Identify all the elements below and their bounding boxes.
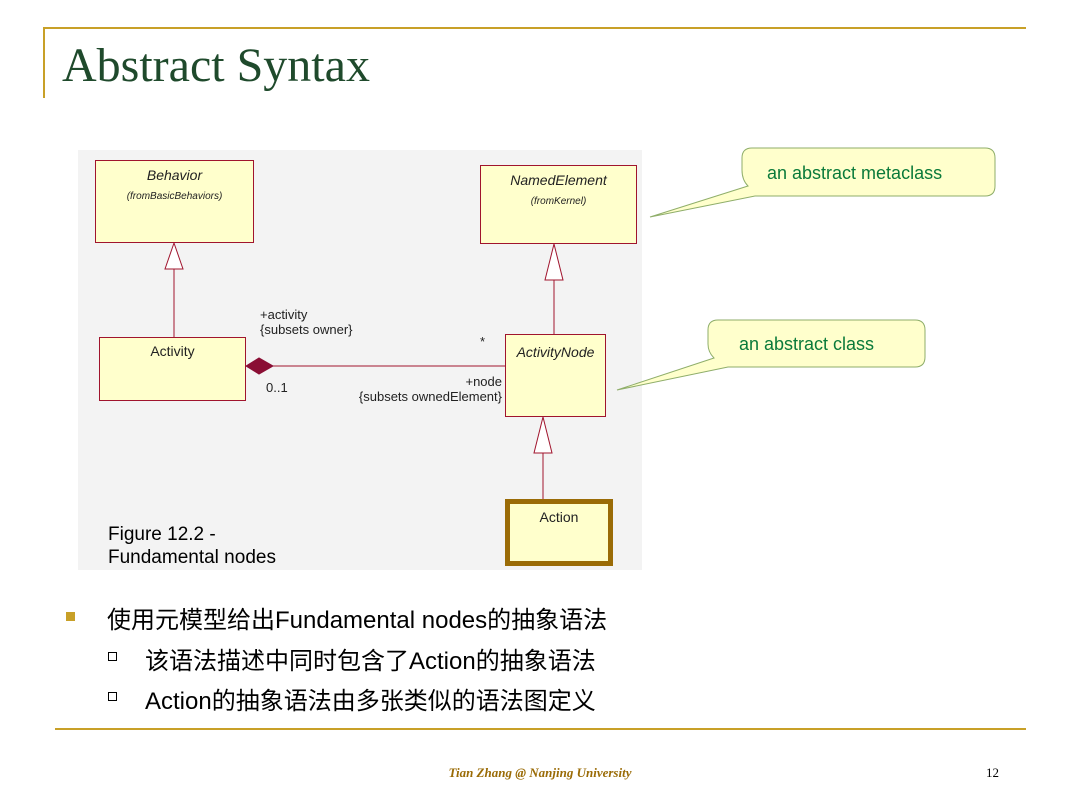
square-bullet-icon (66, 612, 75, 621)
node-constraint: {subsets ownedElement} (358, 388, 502, 404)
activity-class-name: Activity (150, 343, 195, 359)
activity-node-class-name: ActivityNode (516, 344, 595, 360)
hollow-square-bullet-icon (108, 652, 117, 661)
bullet-text-sub2: Action的抽象语法由多张类似的语法图定义 (145, 688, 596, 715)
activity-role: +activity (260, 307, 308, 322)
figure-caption-line2: Fundamental nodes (108, 546, 276, 568)
generalization-arrow-namedelement (544, 243, 564, 281)
named-element-class: NamedElement (fromKernel) (480, 165, 637, 244)
bottom-accent-rule (55, 728, 1026, 730)
composition-diamond (245, 357, 275, 375)
slide-title: Abstract Syntax (62, 39, 370, 92)
top-accent-rule (43, 27, 1026, 29)
named-element-class-name: NamedElement (510, 172, 607, 188)
activity-role-label: +activity {subsets owner} (260, 307, 353, 338)
callout-bubble-metaclass (649, 147, 996, 218)
activity-class: Activity (99, 337, 246, 401)
node-multiplicity: * (480, 334, 486, 349)
node-role: +node (465, 374, 502, 389)
activity-multiplicity: 0..1 (266, 380, 288, 395)
callout-text-class: an abstract class (739, 334, 875, 354)
figure-caption-line1: Figure 12.2 - (108, 524, 216, 545)
node-role-label: +node {subsets ownedElement} (358, 374, 502, 405)
action-class: Action (505, 499, 613, 566)
callout-text-metaclass: an abstract metaclass (767, 163, 943, 183)
left-accent-rule (43, 27, 45, 98)
action-class-name: Action (539, 509, 579, 525)
callout-bubble-class (616, 319, 926, 391)
bullet-text-sub1: 该语法描述中同时包含了Action的抽象语法 (145, 648, 596, 675)
figure-caption: Figure 12.2 - Fundamental nodes (108, 524, 276, 570)
activity-constraint: {subsets owner} (260, 321, 353, 337)
named-element-class-package: (fromKernel) (530, 196, 587, 207)
hollow-square-bullet-icon (108, 692, 117, 701)
activity-node-class: ActivityNode (505, 334, 606, 417)
behavior-class-name: Behavior (146, 167, 203, 183)
behavior-class: Behavior (fromBasicBehaviors) (95, 160, 254, 243)
behavior-class-package: (fromBasicBehaviors) (126, 191, 223, 202)
page-number: 12 (986, 765, 999, 780)
generalization-arrow-behavior (164, 241, 184, 270)
generalization-arrow-activitynode (533, 416, 553, 454)
bullet-text-main: 使用元模型给出Fundamental nodes的抽象语法 (107, 607, 608, 634)
footer-author: Tian Zhang @ Nanjing University (448, 765, 632, 780)
